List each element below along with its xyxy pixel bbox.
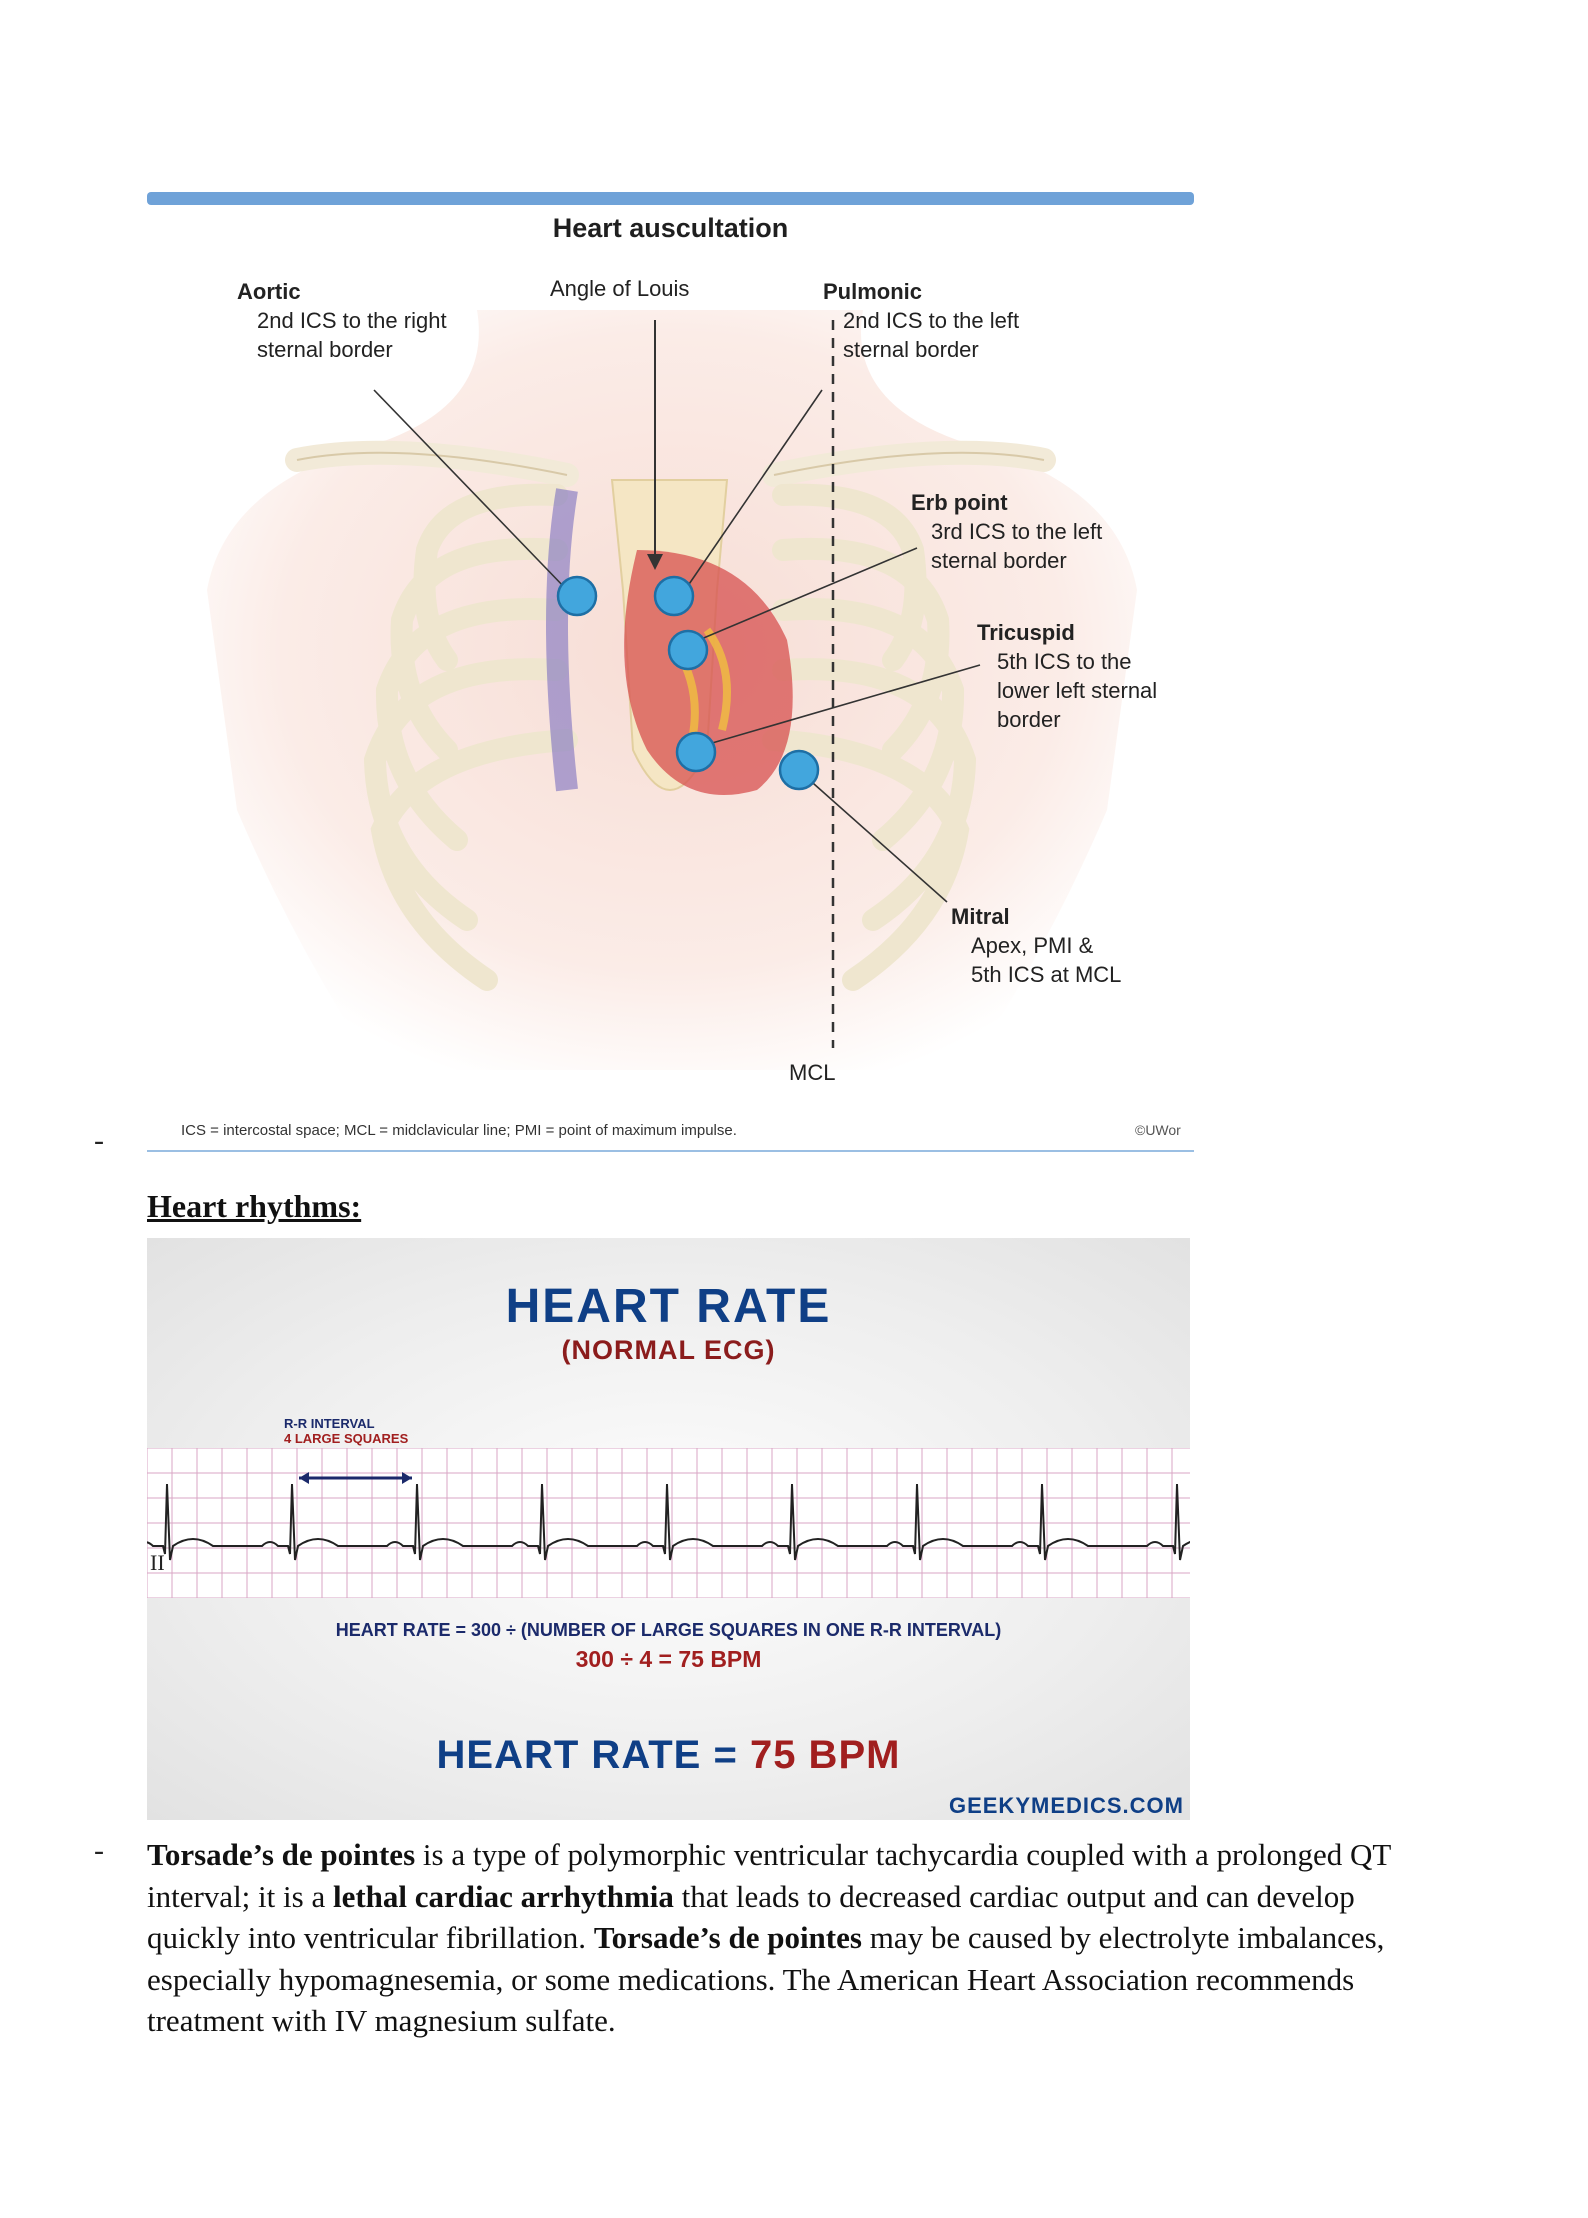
left-clavicle-outline [773, 451, 1045, 476]
list-bullet: - [94, 1124, 104, 1157]
figure-footnote: ICS = intercostal space; MCL = midclavic… [181, 1122, 737, 1139]
right-clavicle-outline [296, 451, 568, 476]
heart-auscultation-figure: Heart auscultation [147, 190, 1194, 1152]
heart-rate-infographic: HEART RATE (NORMAL ECG) R-R INTERVAL 4 L… [147, 1238, 1190, 1820]
torsades-paragraph: Torsade’s de pointes is a type of polymo… [147, 1834, 1437, 2042]
erb-line1: 3rd ICS to the left [931, 519, 1103, 544]
source-site: GEEKYMEDICS.COM [948, 1793, 1184, 1818]
tricuspid-name: Tricuspid [977, 620, 1075, 645]
copyright-mark: ©UWor [1135, 1122, 1181, 1138]
tricuspid-label: Tricuspid 5th ICS to the lower left ster… [977, 618, 1157, 734]
erb-name: Erb point [911, 490, 1008, 515]
infographic-title: HEART RATE [505, 1280, 832, 1333]
mitral-label: Mitral Apex, PMI & 5th ICS at MCL [951, 902, 1121, 989]
auscultation-points [556, 575, 820, 791]
tricuspid-line3: border [997, 707, 1061, 732]
paragraph-text: is a type of polymorphic ventricular tac… [147, 1837, 1391, 1914]
aortic-line2: sternal border [257, 337, 393, 362]
aortic-point [556, 575, 598, 617]
tricuspid-line2: lower left sternal [997, 678, 1158, 703]
erb-label: Erb point 3rd ICS to the left sternal bo… [911, 488, 1102, 575]
torsades-term: Torsade’s de pointes [147, 1837, 416, 1872]
list-bullet: - [94, 1834, 104, 1867]
arrow-head [647, 554, 663, 570]
paragraph-text: that leads to decreased cardiac output a… [147, 1878, 1355, 1956]
infographic-subtitle: (NORMAL ECG) [561, 1335, 776, 1365]
tricuspid-line1: 5th ICS to the [997, 649, 1132, 674]
mitral-name: Mitral [951, 904, 1010, 929]
rib-cage [363, 483, 977, 991]
pulmonic-point [653, 575, 695, 617]
ecg-strip [147, 1448, 1190, 1598]
figure-top-bar [147, 192, 1194, 205]
paragraph-text: may be caused by electrolyte imbalances,… [147, 1920, 1385, 2038]
mcl-label: MCL [789, 1060, 836, 1085]
figure-bottom-rule [147, 1150, 1194, 1152]
heart-rate-formula: HEART RATE = 300 ÷ (NUMBER OF LARGE SQUA… [335, 1620, 1002, 1640]
rr-squares-label: 4 LARGE SQUARES [284, 1431, 409, 1446]
leader-lines [373, 389, 981, 903]
lead-label: II [150, 1550, 165, 1575]
section-heading: Heart rhythms: [147, 1188, 362, 1224]
heart-rate-result: HEART RATE = 75 BPM [147, 1733, 1190, 1778]
torsades-term: Torsade’s de pointes [593, 1920, 862, 1955]
pulmonic-line1: 2nd ICS to the left [843, 308, 1020, 333]
chest-illustration [207, 310, 1137, 1070]
lethal-arrhythmia-term: lethal cardiac arrhythmia [332, 1878, 674, 1914]
pulmonic-line2: sternal border [843, 337, 979, 362]
aortic-name: Aortic [237, 279, 301, 304]
angle-of-louis-label: Angle of Louis [550, 276, 690, 301]
figure-title: Heart auscultation [552, 213, 789, 243]
erb-line2: sternal border [931, 548, 1067, 573]
ecg-trace [147, 1483, 1190, 1561]
pulmonic-name: Pulmonic [823, 279, 923, 304]
erb-point [667, 629, 709, 671]
result-value: 75 BPM [749, 1733, 901, 1777]
aortic-label: Aortic 2nd ICS to the right sternal bord… [237, 277, 447, 364]
heart-rate-calculation: 300 ÷ 4 = 75 BPM [575, 1646, 762, 1672]
arrow-head [402, 1472, 412, 1484]
rr-interval-label: R-R INTERVAL [284, 1416, 375, 1431]
pulmonic-label: Pulmonic 2nd ICS to the left sternal bor… [823, 277, 1019, 364]
result-label: HEART RATE = [436, 1733, 738, 1777]
vena-cava [546, 488, 578, 792]
mitral-line2: 5th ICS at MCL [971, 962, 1122, 987]
mitral-point [778, 749, 820, 791]
arrow-head [299, 1472, 309, 1484]
mitral-line1: Apex, PMI & [971, 933, 1094, 958]
aortic-line1: 2nd ICS to the right [257, 308, 447, 333]
tricuspid-point [675, 731, 717, 773]
